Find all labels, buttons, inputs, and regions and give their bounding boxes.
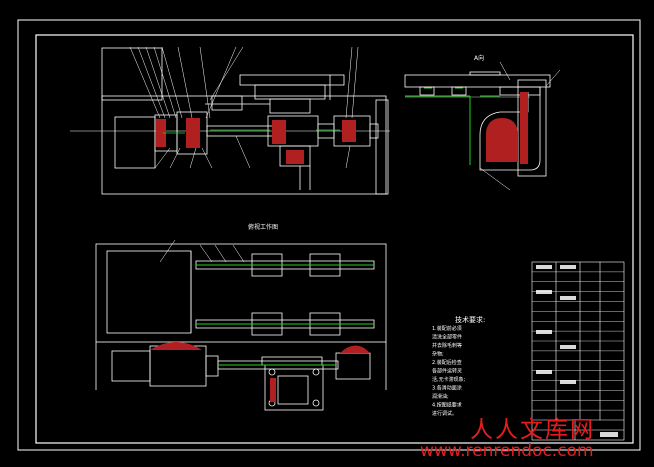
front-view-leaders [129, 46, 359, 169]
top-view-green [196, 264, 374, 366]
note-line: 2.装配后检查 [432, 359, 462, 366]
inner-frame [35, 34, 634, 444]
title-block-fills [536, 265, 618, 437]
note-line: 3.各滑动面涂 [432, 385, 462, 392]
watermark-url[interactable]: www.renrendoc.com [420, 441, 594, 461]
note-line: 活,无卡滞现象; [432, 376, 466, 383]
side-view-hatch [486, 92, 528, 164]
note-line: 并去除毛刺等 [432, 342, 462, 349]
top-view-title: 俯视工作图 [248, 223, 278, 231]
note-line: 进行调试。 [432, 410, 457, 417]
notes-title: 技术要求: [455, 315, 485, 324]
side-view-title: A向 [474, 54, 484, 62]
note-line: 各部件运转灵 [432, 368, 462, 375]
note-line: 1.装配前必须 [432, 325, 462, 332]
note-line: 杂物; [432, 351, 444, 358]
note-line: 4.按图纸要求 [432, 402, 462, 409]
note-line: 清洗全部零件 [432, 334, 462, 341]
outer-frame [17, 19, 641, 451]
side-view [404, 71, 551, 177]
side-view-leaders [479, 61, 561, 191]
notes-block: 1.装配前必须清洗全部零件并去除毛刺等杂物;2.装配后检查各部件运转灵活,无卡滞… [432, 325, 466, 417]
front-view-green [163, 129, 340, 134]
top-view-leaders [159, 239, 245, 263]
side-view-green [405, 87, 500, 165]
front-view-hatch [156, 118, 356, 164]
note-line: 润滑油; [432, 393, 449, 400]
watermark-text: 人人文库网 [470, 417, 595, 443]
top-view-hatch [150, 342, 370, 402]
